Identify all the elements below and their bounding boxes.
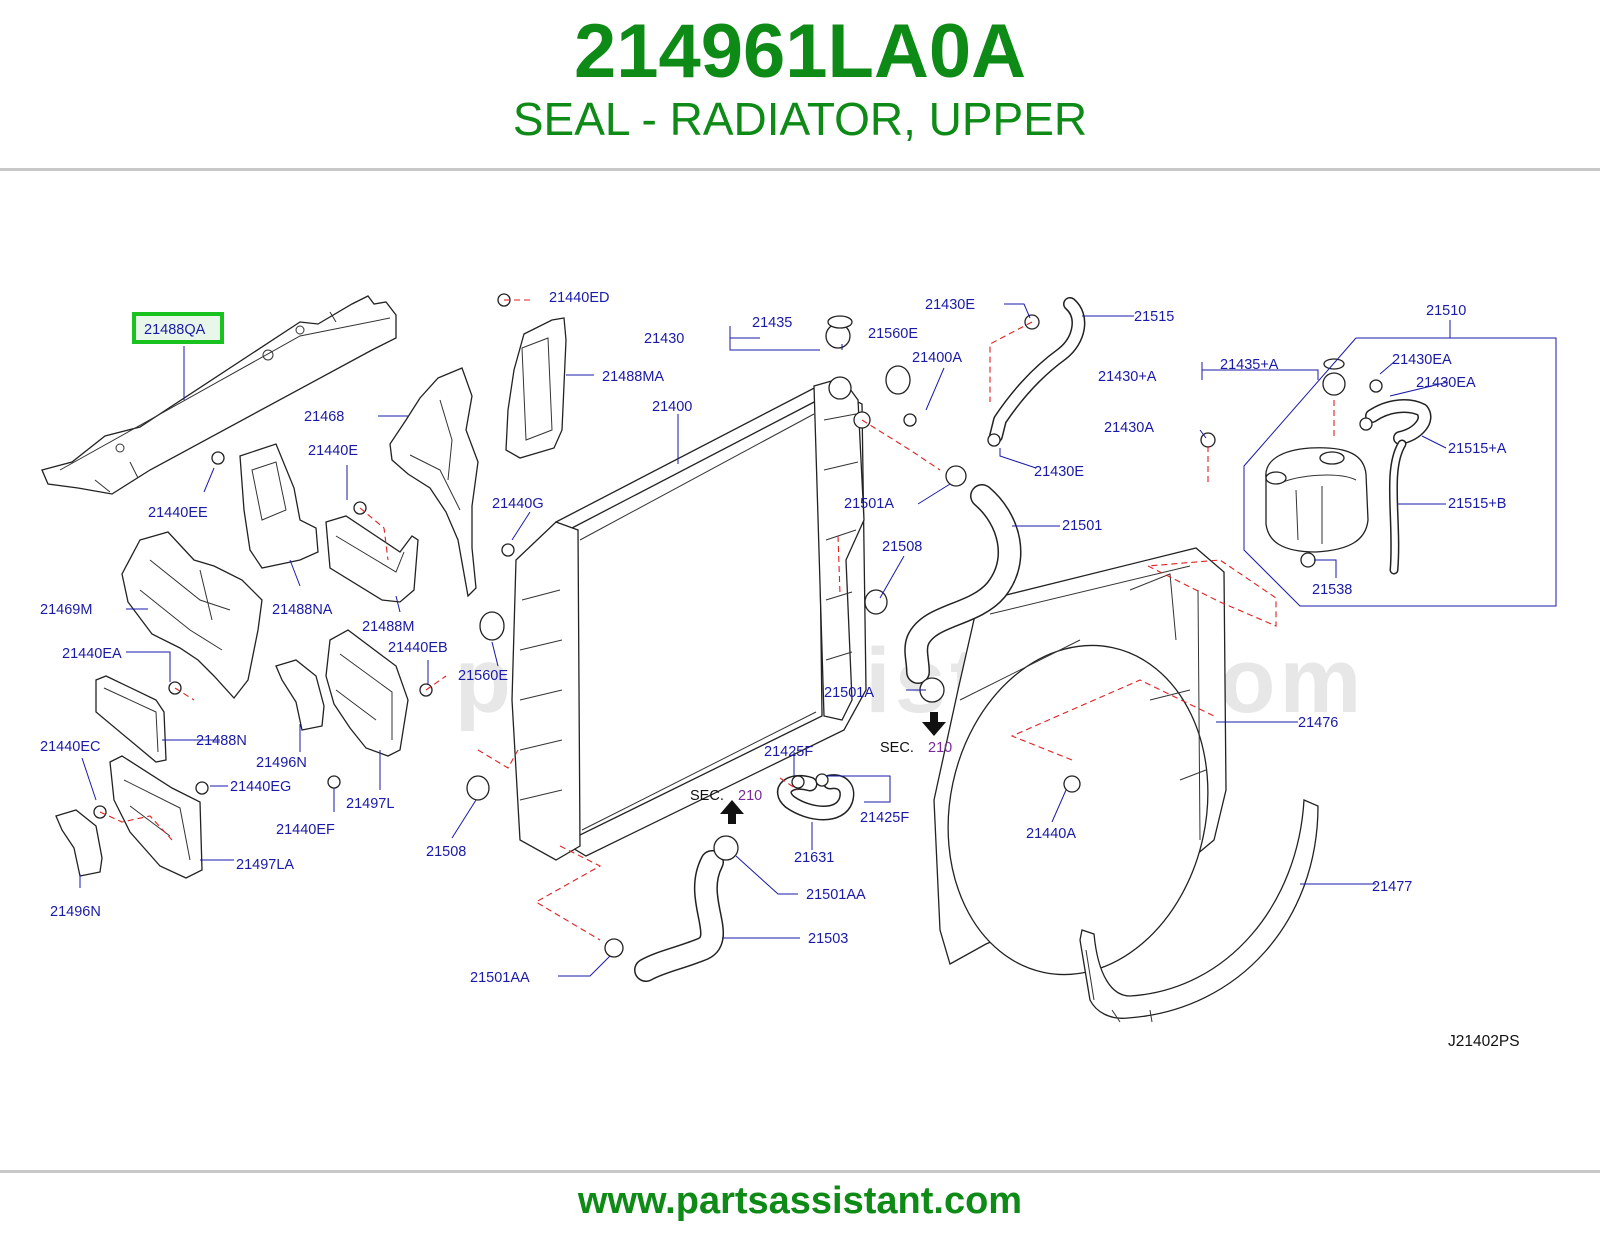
label-21503[interactable]: 21503 (808, 931, 848, 947)
label-21430[interactable]: 21430 (644, 331, 684, 347)
part-21496N-seal-upper (275, 659, 325, 731)
label-21631[interactable]: 21631 (794, 850, 834, 866)
label-21435+A[interactable]: 21435+A (1220, 357, 1279, 373)
label-21496N-2[interactable]: 21496N (50, 904, 101, 920)
label-21488NA[interactable]: 21488NA (272, 602, 333, 618)
part-21631-hose (776, 774, 855, 821)
sec-label-right: SEC. (880, 740, 914, 756)
label-21538[interactable]: 21538 (1312, 582, 1352, 598)
label-21440EG[interactable]: 21440EG (230, 779, 291, 795)
label-21488MA[interactable]: 21488MA (602, 369, 664, 385)
label-21501[interactable]: 21501 (1062, 518, 1102, 534)
header-divider (0, 168, 1600, 171)
label-21515+A[interactable]: 21515+A (1448, 441, 1507, 457)
part-name-subtitle: SEAL - RADIATOR, UPPER (512, 93, 1088, 145)
part-21400-radiator (511, 376, 871, 861)
label-21440EF[interactable]: 21440EF (276, 822, 335, 838)
label-21440EB[interactable]: 21440EB (388, 640, 448, 656)
label-21468[interactable]: 21468 (304, 409, 344, 425)
part-number-title: 214961LA0A (573, 9, 1027, 94)
label-21440EC[interactable]: 21440EC (40, 739, 100, 755)
label-21400[interactable]: 21400 (652, 399, 692, 415)
part-21468-seal (389, 367, 479, 598)
part-21497L-seal (325, 629, 409, 757)
label-21510[interactable]: 21510 (1426, 303, 1466, 319)
label-21440A[interactable]: 21440A (1026, 826, 1076, 842)
label-21560E-2[interactable]: 21560E (458, 668, 508, 684)
label-21435[interactable]: 21435 (752, 315, 792, 331)
label-21430E-2[interactable]: 21430E (1034, 464, 1084, 480)
part-21515+A-hose (1365, 399, 1432, 445)
part-21496N-seal-lower (55, 809, 103, 877)
label-21430+A[interactable]: 21430+A (1098, 369, 1157, 385)
label-21440E[interactable]: 21440E (308, 443, 358, 459)
label-21469M[interactable]: 21469M (40, 602, 92, 618)
label-21430A[interactable]: 21430A (1104, 420, 1154, 436)
label-21430EA-2[interactable]: 21430EA (1416, 375, 1476, 391)
label-21425F-2[interactable]: 21425F (860, 810, 909, 826)
label-21515[interactable]: 21515 (1134, 309, 1174, 325)
label-21488QA[interactable]: 21488QA (144, 322, 206, 338)
sec-arrows (720, 712, 946, 824)
label-21501A[interactable]: 21501A (844, 496, 894, 512)
label-21515+B[interactable]: 21515+B (1448, 496, 1506, 512)
part-21515-hose (989, 297, 1086, 443)
part-21488M-seal (325, 515, 419, 603)
page-header: 214961LA0A SEAL - RADIATOR, UPPER (0, 0, 1600, 170)
part-21477-fan-shroud-lower (1079, 799, 1319, 1023)
label-21501AA-2[interactable]: 21501AA (470, 970, 530, 986)
part-21488QA-seal-radiator-upper[interactable] (41, 295, 397, 495)
label-21440EE[interactable]: 21440EE (148, 505, 208, 521)
label-21400A[interactable]: 21400A (912, 350, 962, 366)
part-clamps-and-fasteners (93, 293, 1383, 958)
label-21440ED[interactable]: 21440ED (549, 290, 609, 306)
footer-divider (0, 1170, 1600, 1173)
label-21560E[interactable]: 21560E (868, 326, 918, 342)
label-21488N[interactable]: 21488N (196, 733, 247, 749)
part-21488NA-seal (239, 443, 319, 569)
highlighted-part-box (132, 312, 224, 344)
label-21476[interactable]: 21476 (1298, 715, 1338, 731)
label-21496N[interactable]: 21496N (256, 755, 307, 771)
label-21440G[interactable]: 21440G (492, 496, 544, 512)
part-21497LA-seal (109, 755, 203, 879)
part-21469M-seal (121, 531, 263, 700)
part-21515+B-hose (1388, 439, 1407, 575)
label-21497LA[interactable]: 21497LA (236, 857, 294, 873)
part-21501-upper-hose (904, 484, 1022, 684)
label-21440EA[interactable]: 21440EA (62, 646, 122, 662)
part-21476-fan-shroud (933, 547, 1227, 976)
label-21425F-1[interactable]: 21425F (764, 744, 813, 760)
label-21501AA[interactable]: 21501AA (806, 887, 866, 903)
sec-label-left: SEC. (690, 788, 724, 804)
footer-site-url[interactable]: www.partsassistant.com (577, 1180, 1023, 1222)
part-21503-lower-hose (634, 850, 724, 982)
sec-number-right[interactable]: 210 (928, 740, 952, 756)
label-21501A-2[interactable]: 21501A (824, 685, 874, 701)
label-21508-2[interactable]: 21508 (426, 844, 466, 860)
label-21477[interactable]: 21477 (1372, 879, 1412, 895)
part-labels: 21488QA 21440ED 21430 21435 21560E 21430… (40, 290, 1520, 1050)
label-21508[interactable]: 21508 (882, 539, 922, 555)
sec-number-left[interactable]: 210 (738, 788, 762, 804)
label-21497L[interactable]: 21497L (346, 796, 394, 812)
dashed-assembly-lines (99, 299, 1335, 941)
part-21488N-seal (95, 675, 167, 763)
part-21488MA-seal (505, 317, 567, 459)
label-21430E[interactable]: 21430E (925, 297, 975, 313)
drawing-code: J21402PS (1448, 1033, 1520, 1050)
part-21510-reservoir-tank (1265, 447, 1369, 553)
label-21430EA-1[interactable]: 21430EA (1392, 352, 1452, 368)
label-21488M[interactable]: 21488M (362, 619, 414, 635)
leader-lines (79, 303, 1557, 977)
